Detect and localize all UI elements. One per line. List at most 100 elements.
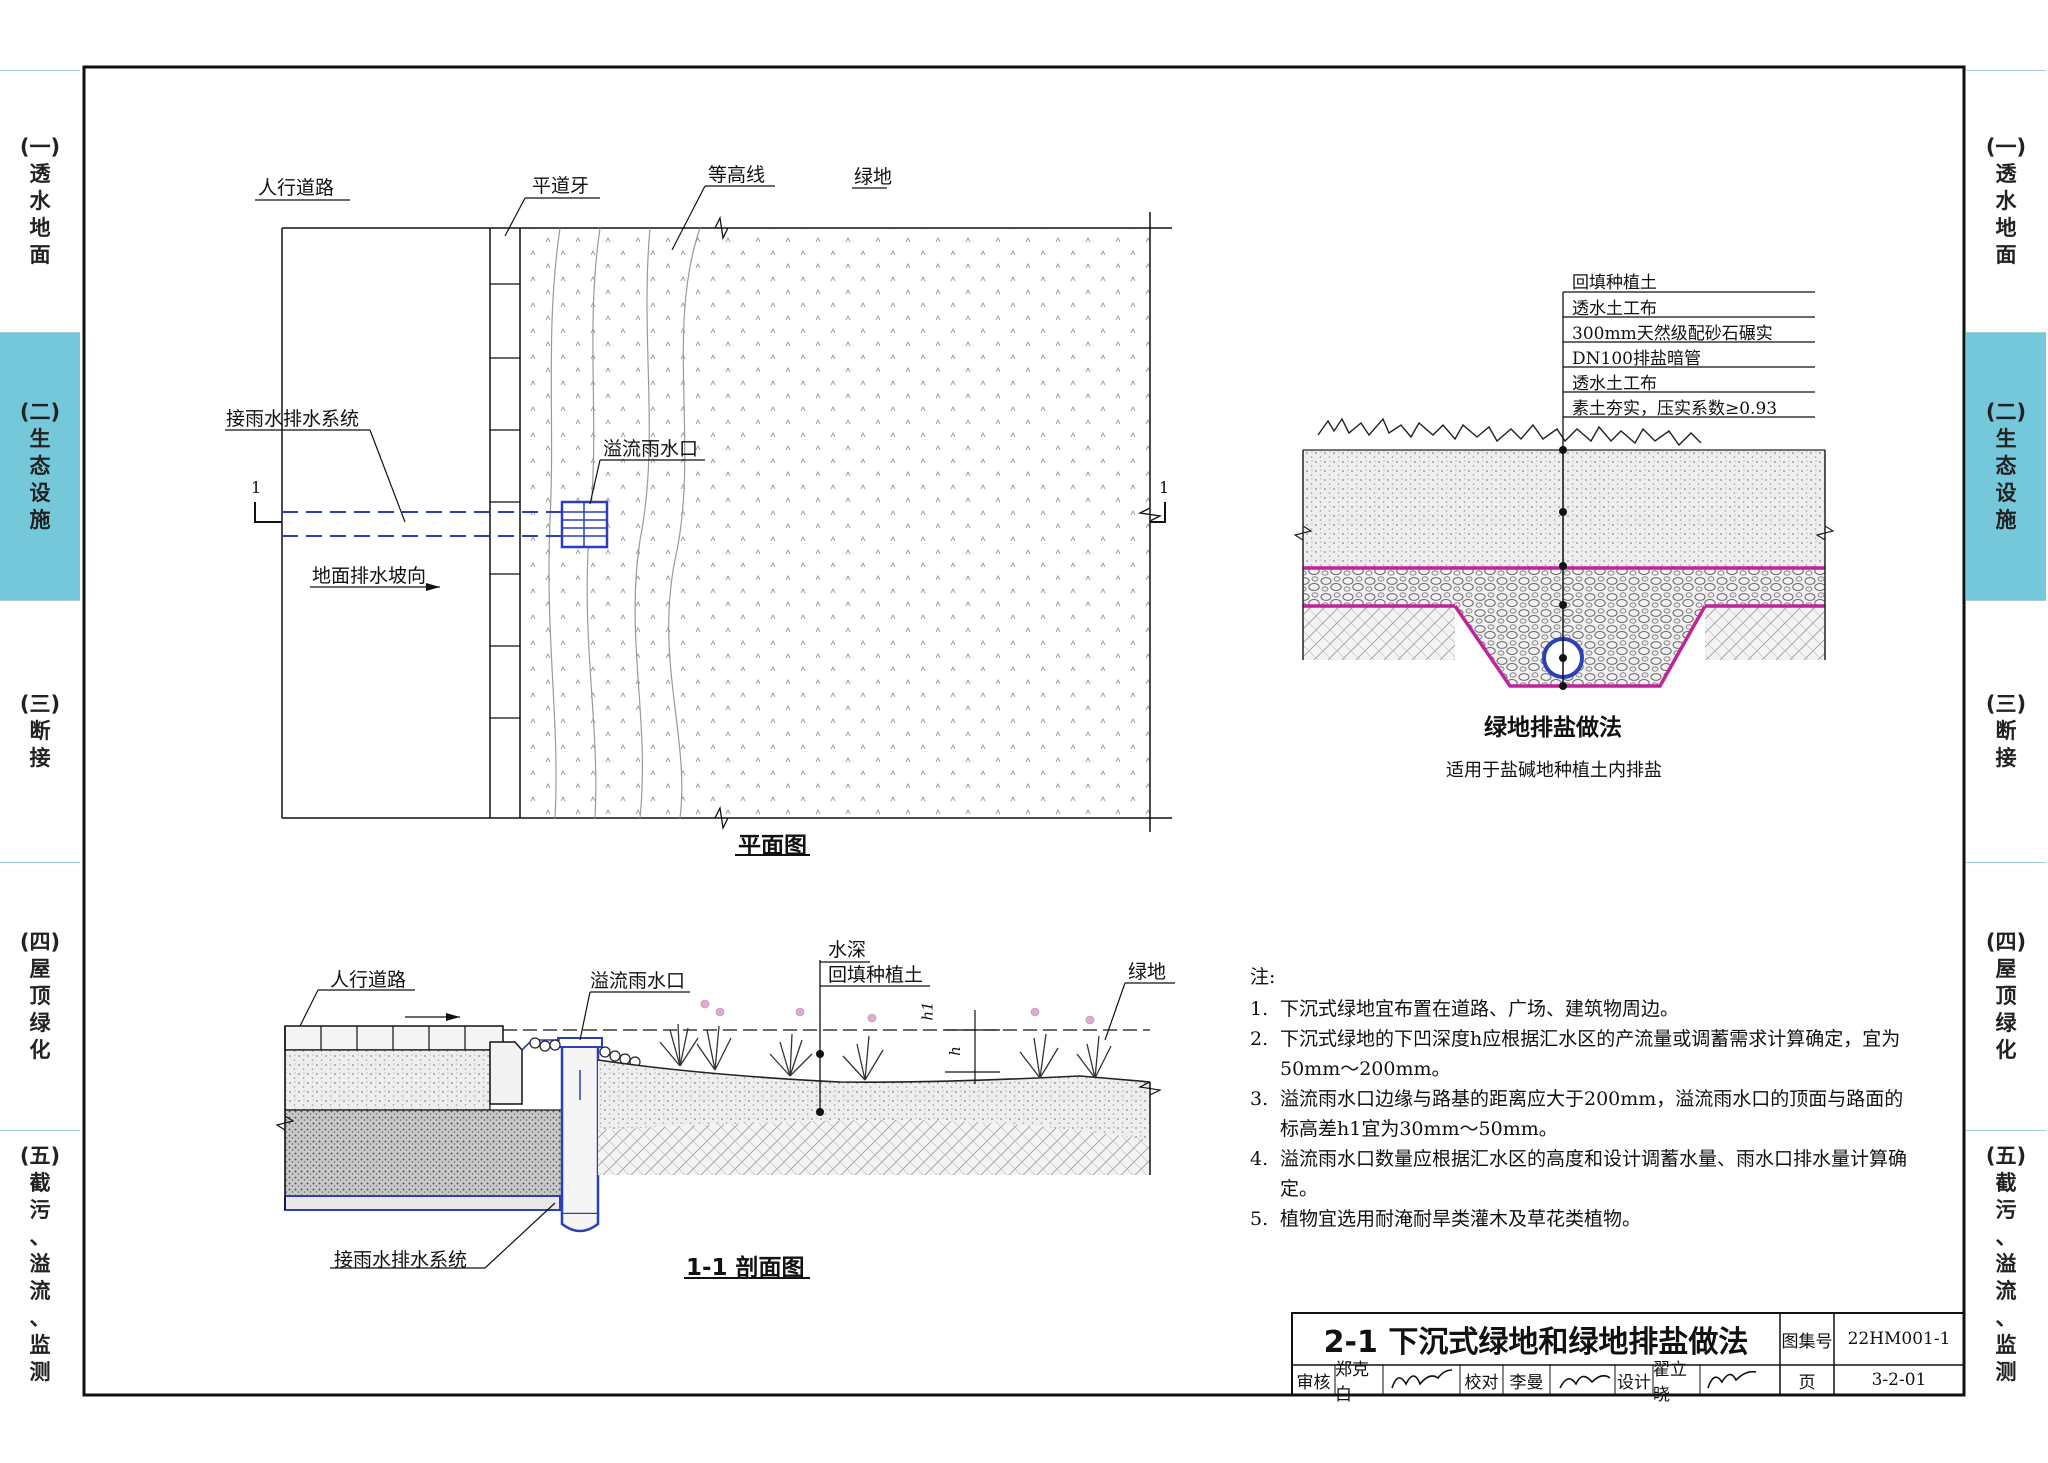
section-overflow-label: 溢流雨水口 — [590, 970, 686, 992]
salt-layer-2: 透水土工布 — [1572, 299, 1657, 319]
side-tab-4-char: (四) — [19, 930, 61, 954]
plan-view — [225, 185, 1172, 856]
gravel-layer — [1303, 566, 1825, 686]
side-tab-4-char: 化 — [29, 1038, 51, 1062]
h-label: h — [945, 1046, 964, 1056]
side-tab-3-right-char: 断 — [1995, 719, 2017, 743]
rain-connect-pipe — [284, 1195, 561, 1211]
note-number: 5. — [1250, 1208, 1269, 1230]
salt-subtitle: 适用于盐碱地种植土内排盐 — [1446, 760, 1662, 781]
note-text: 溢流雨水口边缘与路基的距离应大于200mm，溢流雨水口的顶面与路面的标高差h1宜… — [1280, 1088, 1904, 1140]
side-tab-3-right-char: (三) — [1985, 692, 2027, 716]
salt-layer-6: 素土夯实，压实系数≥0.93 — [1572, 399, 1778, 419]
note-item: 1. 下沉式绿地宜布置在道路、广场、建筑物周边。 — [1250, 994, 1910, 1024]
side-tab-5-char: 、 — [29, 1306, 51, 1330]
side-tab-4-right-char: 化 — [1995, 1038, 2017, 1062]
side-tab-4-right[interactable]: (四) 屋 顶 绿 化 — [1966, 862, 2046, 1130]
salt-layer-5: 透水土工布 — [1572, 374, 1657, 394]
side-tab-5-right-char: 、 — [1995, 1306, 2017, 1330]
section-backfill-label: 回填种植土 — [828, 964, 924, 986]
geotextile-lower — [1453, 605, 1707, 688]
designer-signature — [1707, 1370, 1757, 1389]
side-tab-1[interactable]: (一) 透 水 地 面 — [0, 70, 80, 332]
checker-name: 李曼 — [1509, 1372, 1544, 1393]
curb-joints — [490, 283, 520, 719]
atlas-label: 图集号 — [1781, 1331, 1833, 1352]
side-tab-5-char: 流 — [29, 1279, 51, 1303]
note-text: 下沉式绿地宜布置在道路、广场、建筑物周边。 — [1280, 998, 1680, 1020]
side-tab-3-char: 接 — [29, 746, 51, 770]
side-tab-2-right[interactable]: (二) 生 态 设 施 — [1966, 332, 2046, 600]
side-tab-4-right-char: (四) — [1985, 930, 2027, 954]
side-tab-2-char: 态 — [29, 454, 51, 478]
side-tab-5-right-char: 污 — [1995, 1198, 2017, 1222]
side-tab-1-char: 水 — [29, 189, 51, 213]
section-rain-system-label: 接雨水排水系统 — [334, 1249, 468, 1271]
check-label: 校对 — [1464, 1372, 1499, 1393]
side-tab-1-char: 透 — [29, 162, 51, 186]
side-tab-5-right-char: 截 — [1995, 1171, 2017, 1195]
side-tab-1-right-char: 透 — [1995, 162, 2017, 186]
side-tab-1-right-char: (一) — [1985, 135, 2027, 159]
drawing-title: 2-1 下沉式绿地和绿地排盐做法 — [1323, 1325, 1749, 1360]
side-tab-4[interactable]: (四) 屋 顶 绿 化 — [0, 862, 80, 1130]
side-tab-2-char: 设 — [29, 481, 51, 505]
side-tab-3-char: 断 — [29, 719, 51, 743]
side-tab-2-char: 施 — [29, 508, 51, 532]
side-tab-2-right-char: 态 — [1995, 454, 2017, 478]
plan-road-label: 人行道路 — [258, 177, 335, 199]
side-tab-5-right-char: 、 — [1995, 1225, 2017, 1249]
side-tab-5-char: 截 — [29, 1171, 51, 1195]
note-item: 3.溢流雨水口边缘与路基的距离应大于200mm，溢流雨水口的顶面与路面的标高差h… — [1250, 1084, 1910, 1144]
salt-layer-4: DN100排盐暗管 — [1572, 349, 1701, 369]
side-tab-5[interactable]: (五) 截 污 、 溢 流 、 监 测 — [0, 1130, 80, 1398]
section-greenland-label: 绿地 — [1128, 961, 1167, 983]
note-item: 4.溢流雨水口数量应根据汇水区的高度和设计调蓄水量、雨水口排水量计算确定。 — [1250, 1144, 1910, 1204]
note-number: 1. — [1250, 998, 1269, 1020]
side-tab-5-right-char: 测 — [1995, 1360, 2017, 1384]
side-tab-5-char: 污 — [29, 1198, 51, 1222]
side-tab-2-right-char: 设 — [1995, 481, 2017, 505]
side-tab-1-char: (一) — [19, 135, 61, 159]
side-tab-5-right-char: (五) — [1985, 1144, 2027, 1168]
plan-overflow-label: 溢流雨水口 — [603, 438, 699, 460]
section-title: 1-1 剖面图 — [686, 1255, 805, 1281]
designer-name: 翟立晓 — [1653, 1360, 1687, 1405]
side-tab-1-char: 面 — [29, 243, 51, 267]
section-mark-left-label: 1 — [251, 478, 262, 497]
side-tab-4-right-char: 绿 — [1995, 1011, 2017, 1035]
notes: 注: 1.下沉式绿地宜布置在道路、广场、建筑物周边。 2.下沉式绿地的下凹深度h… — [1250, 962, 1910, 1234]
overflow-inlet-section — [557, 1037, 603, 1233]
page-label: 页 — [1798, 1372, 1816, 1393]
reviewer-name: 郑克白 — [1335, 1360, 1369, 1405]
side-tab-5-char: 测 — [29, 1360, 51, 1384]
plan-curb-label: 平道牙 — [532, 175, 590, 197]
break-mark — [714, 215, 729, 241]
plan-rain-system-label: 接雨水排水系统 — [226, 408, 360, 430]
side-tab-3[interactable]: (三) 断 接 — [0, 600, 80, 862]
side-tab-5-right[interactable]: (五) 截 污 、 溢 流 、 监 测 — [1966, 1130, 2046, 1398]
salt-layer-1: 回填种植土 — [1572, 273, 1657, 293]
side-tab-1-right-char: 面 — [1995, 243, 2017, 267]
side-tab-2[interactable]: (二) 生 态 设 施 — [0, 332, 80, 600]
side-tab-1-right[interactable]: (一) 透 水 地 面 — [1966, 70, 2046, 332]
side-tab-3-right[interactable]: (三) 断 接 — [1966, 600, 2046, 862]
curb-stone — [489, 1041, 523, 1105]
overflow-inlet-plan — [560, 500, 609, 549]
plants — [659, 1023, 1112, 1081]
break-mark — [714, 805, 729, 831]
notes-heading: 注: — [1250, 966, 1276, 988]
break-mark — [1137, 507, 1163, 522]
note-number: 2. — [1250, 1028, 1269, 1050]
note-number: 4. — [1250, 1148, 1269, 1170]
plan-greenland-label: 绿地 — [854, 166, 893, 188]
side-tab-5-char: 溢 — [29, 1252, 51, 1276]
side-tab-2-right-char: (二) — [1985, 400, 2027, 424]
side-tab-5-char: 监 — [29, 1333, 51, 1357]
note-text: 植物宜选用耐淹耐旱类灌木及草花类植物。 — [1280, 1208, 1642, 1230]
title-block — [1291, 1312, 1965, 1396]
side-tab-5-right-char: 流 — [1995, 1279, 2017, 1303]
h1-label: h1 — [918, 1001, 937, 1021]
layer-callout-grid — [1562, 291, 1815, 450]
